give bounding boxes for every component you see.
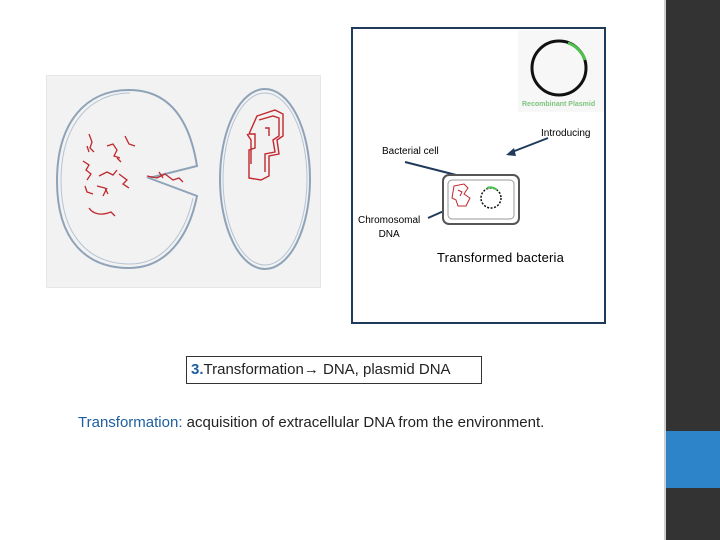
definition-body: acquisition of extracellular DNA from th… (182, 414, 545, 431)
chromosomal-dna-label: Chromosomal DNA (358, 214, 420, 242)
plasmid-label: Recombinant Plasmid (522, 101, 596, 108)
chromosomal-dna (246, 109, 284, 181)
definition-text: Transformation: acquisition of extracell… (78, 414, 544, 431)
transformation-diagram-frame (351, 27, 606, 324)
caption-term: Transformation (203, 361, 304, 378)
released-dna-fragments (82, 133, 184, 217)
lysing-cell-outline (55, 88, 199, 270)
bacteria-drawing (55, 88, 311, 270)
intact-cell-outline (219, 88, 311, 270)
sidebar-accent-block (666, 431, 720, 488)
arrow-right-icon: → (303, 361, 319, 378)
sidebar-edge (664, 0, 666, 540)
caption-box: 3.Transformation→ DNA, plasmid DNA (186, 356, 482, 384)
caption-rest: DNA, plasmid DNA (318, 361, 451, 378)
introducing-label: Introducing (541, 128, 591, 139)
bacteria-image-panel (47, 76, 320, 287)
caption-number: 3. (191, 361, 204, 378)
right-sidebar (664, 0, 720, 540)
chromosomal-label-line1: Chromosomal (358, 215, 421, 226)
transformed-bacteria-label: Transformed bacteria (437, 250, 565, 265)
bacterial-cell-label: Bacterial cell (382, 146, 439, 157)
definition-term: Transformation: (78, 414, 183, 431)
chromosomal-label-line2: DNA (378, 229, 400, 240)
